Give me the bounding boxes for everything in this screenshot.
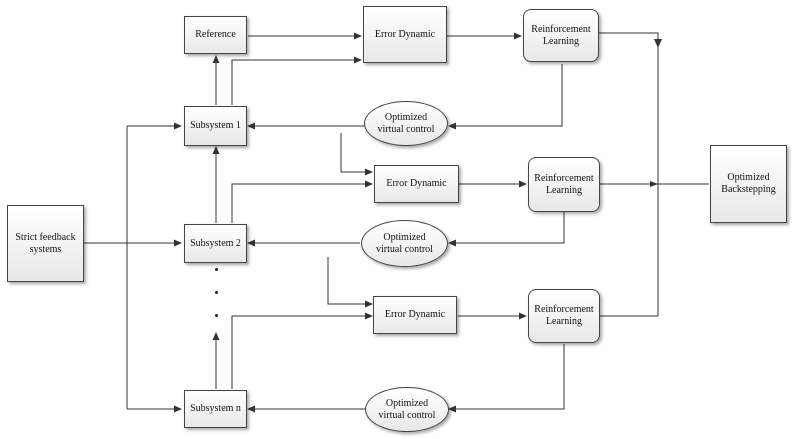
ellipsis-dot-2 [215,291,218,294]
reinforcement-learning-box-2: Reinforcement Learning [528,157,600,212]
error-dynamic-box-2: Error Dynamic [374,165,459,203]
reference-label: Reference [195,29,236,40]
reinforcement-learning-label-1: Reinforcement Learning [531,23,591,47]
optimized-virtual-control-3: Optimized virtual control [365,387,449,432]
edge-subsystem1-error1 [231,56,362,105]
edge-rl1-bus [599,32,659,316]
optimized-virtual-control-label-2: Optimized virtual control [376,231,433,255]
optimized-backstepping-label: Optimized Backstepping [721,172,776,195]
error-dynamic-label-2: Error Dynamic [386,178,447,189]
optimized-virtual-control-1: Optimized virtual control [364,101,448,146]
strict-feedback-systems-label: Strict feedback systems [15,231,76,255]
reference-box: Reference [184,16,247,54]
error-dynamic-label-1: Error Dynamic [374,28,436,40]
subsystem-n-box: Subsystem n [184,390,247,428]
edge-ovc1-error2 [340,133,373,176]
edge-subsystemn-error3 [231,312,373,389]
edge-subsystem2-error2 [231,180,373,223]
ellipsis-dot-3 [215,314,218,317]
error-dynamic-box-1: Error Dynamic [363,6,447,63]
subsystem-1-label: Subsystem 1 [190,120,241,131]
ellipsis-dot-1 [215,268,218,271]
edge-ovc2-error3 [327,257,373,308]
edge-rl2-ovc2 [448,212,565,247]
optimized-backstepping-box: Optimized Backstepping [710,145,787,223]
edge-rl1-ovc1 [448,64,563,130]
reinforcement-learning-box-3: Reinforcement Learning [528,289,600,343]
subsystem-2-label: Subsystem 2 [190,237,241,249]
subsystem-1-box: Subsystem 1 [184,106,247,146]
strict-feedback-systems-box: Strict feedback systems [7,205,84,282]
optimized-virtual-control-label-1: Optimized virtual control [377,111,435,135]
reinforcement-learning-label-2: Reinforcement Learning [534,172,594,196]
edge-rl3-ovcn [448,344,565,413]
reinforcement-learning-box-1: Reinforcement Learning [523,9,599,62]
reinforcement-learning-label-3: Reinforcement Learning [534,304,594,327]
subsystem-2-box: Subsystem 2 [184,224,247,263]
error-dynamic-box-3: Error Dynamic [373,296,457,334]
optimized-virtual-control-label-3: Optimized virtual control [378,397,436,421]
subsystem-n-label: Subsystem n [190,403,241,414]
optimized-virtual-control-2: Optimized virtual control [361,220,448,267]
error-dynamic-label-3: Error Dynamic [384,309,446,320]
arrowheads-bus [650,39,662,187]
